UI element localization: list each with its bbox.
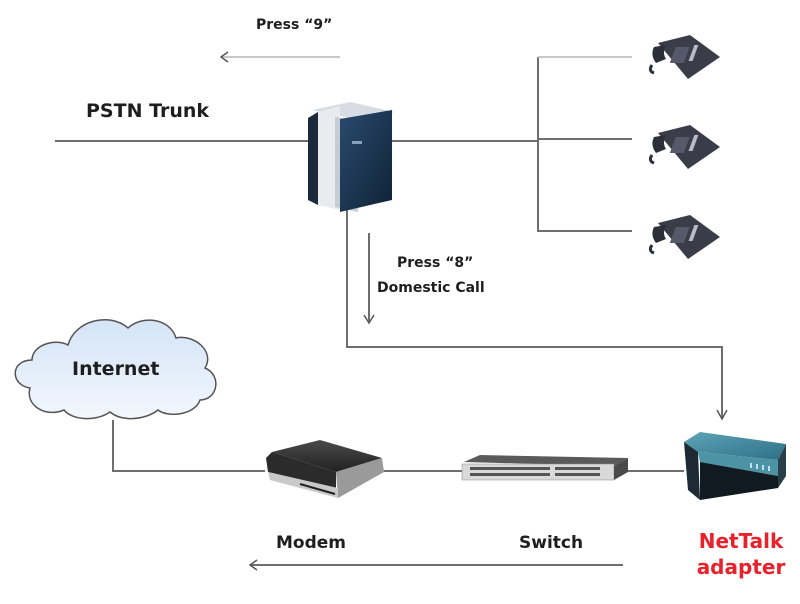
nettalk-label-line1: NetTalk bbox=[698, 529, 784, 553]
press-8-label: Press “8” bbox=[397, 255, 474, 271]
pbx-server-icon bbox=[308, 102, 395, 212]
nettalk-adapter-label: NetTalk adapter bbox=[686, 528, 796, 580]
modem-icon bbox=[266, 440, 384, 498]
voip-adapter-icon bbox=[684, 432, 786, 500]
modem-label: Modem bbox=[276, 533, 347, 553]
desk-phone-icon bbox=[648, 215, 720, 259]
domestic-call-label: Domestic Call bbox=[377, 280, 485, 296]
internet-label: Internet bbox=[72, 358, 160, 380]
press-8-arrow bbox=[363, 233, 375, 325]
return-arrow bbox=[248, 559, 623, 571]
press-9-label: Press “9” bbox=[256, 17, 333, 33]
desk-phone-icon bbox=[648, 125, 720, 169]
press-9-arrow bbox=[219, 51, 340, 63]
phone-bus-lines bbox=[537, 56, 632, 232]
desk-phone-icon bbox=[648, 35, 720, 79]
internet-to-modem-line bbox=[112, 420, 265, 472]
switch-label: Switch bbox=[519, 533, 584, 553]
pstn-trunk-label: PSTN Trunk bbox=[86, 100, 210, 122]
network-switch-icon bbox=[461, 455, 628, 481]
pbx-to-nettalk-route bbox=[346, 208, 728, 421]
cloud-icon bbox=[14, 319, 217, 420]
nettalk-label-line2: adapter bbox=[696, 555, 786, 579]
